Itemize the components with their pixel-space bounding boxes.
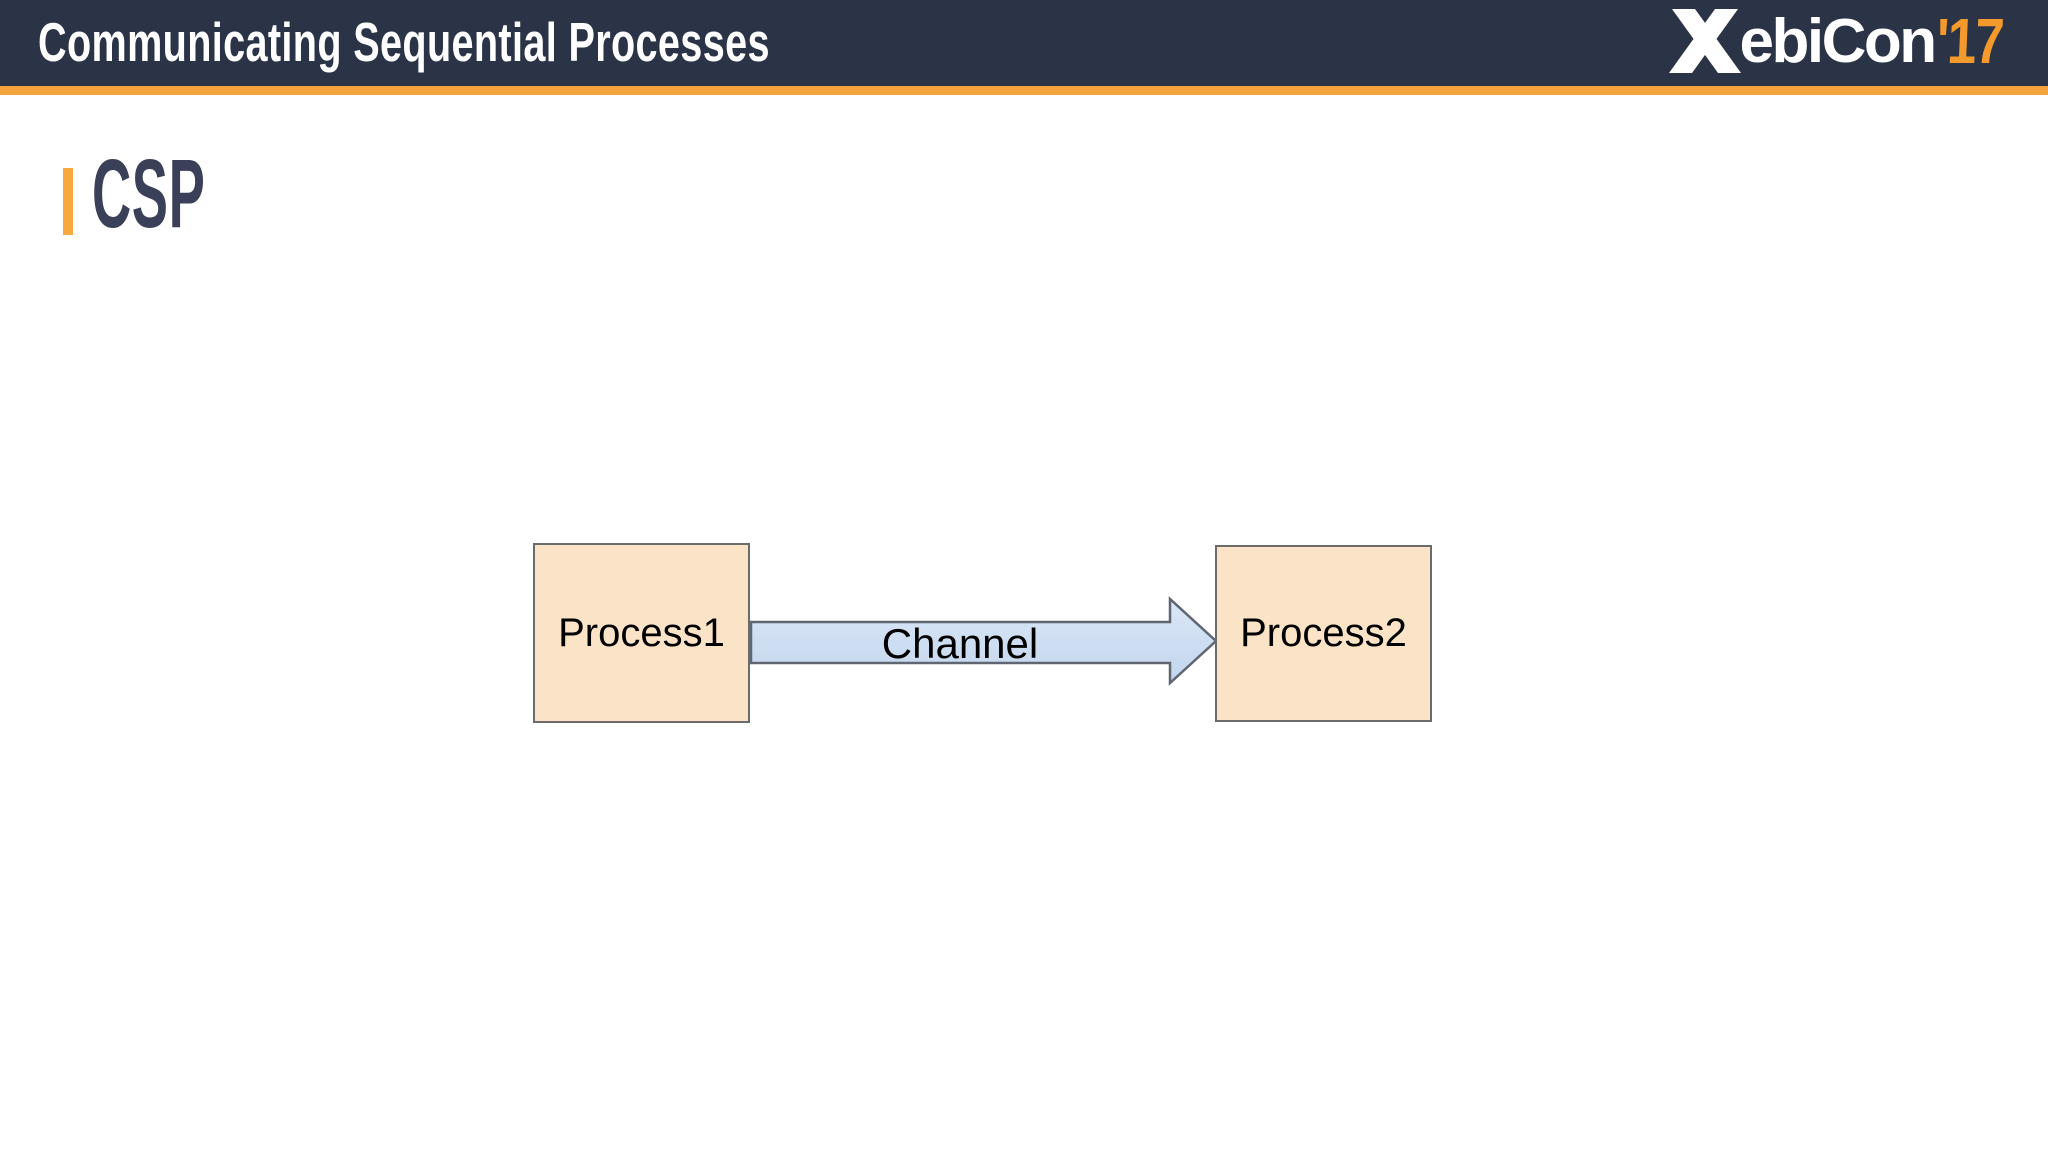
- page-title: CSP: [92, 139, 206, 248]
- header-accent-line: [0, 86, 2048, 95]
- logo-wordmark: ebiCon: [1739, 7, 1937, 76]
- process2-label: Process2: [1240, 611, 1407, 655]
- slide-title: Communicating Sequential Processes: [38, 11, 770, 73]
- process2-box: Process2: [1215, 545, 1432, 722]
- logo-x-icon: [1669, 9, 1742, 73]
- process1-box: Process1: [533, 543, 750, 723]
- channel-arrow-icon: [750, 596, 1218, 686]
- process1-label: Process1: [558, 610, 725, 655]
- xebicon-logo: ebiCon '17: [1667, 0, 2018, 86]
- logo-year-badge: '17: [1934, 5, 2004, 77]
- heading-accent-bar: [63, 168, 73, 235]
